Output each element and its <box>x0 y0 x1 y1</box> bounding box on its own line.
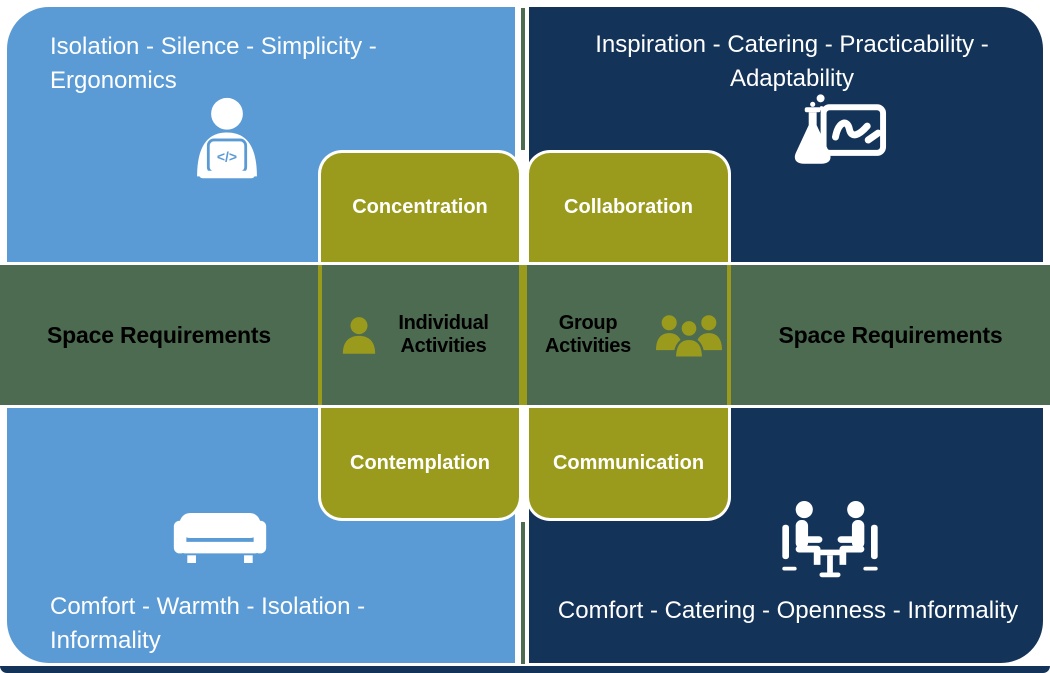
flask-whiteboard-icon <box>794 94 887 164</box>
individual-activities-cell: Individual Activities <box>318 265 523 405</box>
space-requirements-left-label: Space Requirements <box>47 321 271 348</box>
contemplation-box: Contemplation <box>318 408 522 521</box>
concentration-box: Concentration <box>318 150 522 262</box>
meeting-table-icon <box>782 500 878 578</box>
collaboration-box: Collaboration <box>526 150 731 262</box>
sofa-icon <box>173 513 267 563</box>
bottom-right-keywords: Comfort - Catering - Openness - Informal… <box>557 597 1019 624</box>
bottom-left-keywords: Comfort - Warmth - Isolation - Informali… <box>50 593 366 654</box>
space-requirements-right-label: Space Requirements <box>778 321 1003 348</box>
person-coding-icon: </> <box>197 97 257 179</box>
individual-person-icon <box>342 317 375 354</box>
group-activities-cell: Group Activities <box>523 265 731 405</box>
code-glyph: </> <box>217 148 237 164</box>
top-left-keywords: Isolation - Silence - Simplicity - Ergon… <box>50 33 377 94</box>
group-activities-label: Group Activities <box>545 312 631 357</box>
individual-activities-label: Individual Activities <box>398 312 489 357</box>
communication-box: Communication <box>526 408 731 521</box>
bottom-accent-strip <box>0 666 1050 673</box>
space-requirements-band: Space Requirements Space Requirements In… <box>0 262 1050 408</box>
group-people-icon <box>656 315 722 358</box>
top-right-keywords: Inspiration - Catering - Practicability … <box>595 31 989 92</box>
